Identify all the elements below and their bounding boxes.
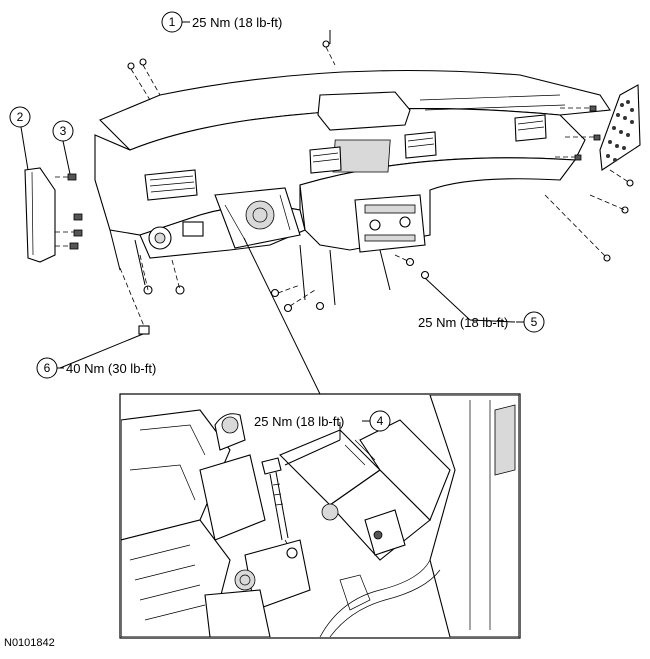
right-end-cap (555, 84, 641, 171)
callout-number: 3 (60, 124, 67, 138)
pin-clips (55, 173, 83, 250)
callout-number: 2 (17, 110, 24, 124)
leader-lines (20, 30, 516, 395)
figure-reference: N0101842 (4, 637, 55, 649)
callout-3: 3 (52, 120, 74, 142)
callout-2: 2 (9, 106, 31, 128)
callout-5: 25 Nm (18 lb-ft) 5 (418, 311, 545, 333)
steering-column-opening (214, 187, 301, 249)
instrument-panel (94, 69, 611, 306)
torque-label: 25 Nm (18 lb-ft) (418, 315, 508, 330)
bolts (119, 40, 634, 335)
detail-inset (119, 393, 521, 639)
torque-label: 25 Nm (18 lb-ft) (254, 414, 344, 429)
air-vents (144, 114, 547, 201)
callout-6: 6 40 Nm (30 lb-ft) (36, 357, 156, 379)
callout-number: 6 (44, 361, 51, 375)
torque-label: 40 Nm (30 lb-ft) (66, 361, 156, 376)
left-end-cap (24, 167, 56, 263)
steering-column-bolt (261, 457, 293, 553)
radio-control-panel (354, 194, 426, 253)
callout-number: 1 (169, 15, 176, 29)
callout-number: 4 (377, 414, 384, 428)
callout-1: 1 25 Nm (18 lb-ft) (161, 11, 282, 33)
callout-number: 5 (531, 315, 538, 329)
torque-label: 25 Nm (18 lb-ft) (192, 15, 282, 30)
callout-4: 25 Nm (18 lb-ft) 4 (254, 410, 391, 432)
